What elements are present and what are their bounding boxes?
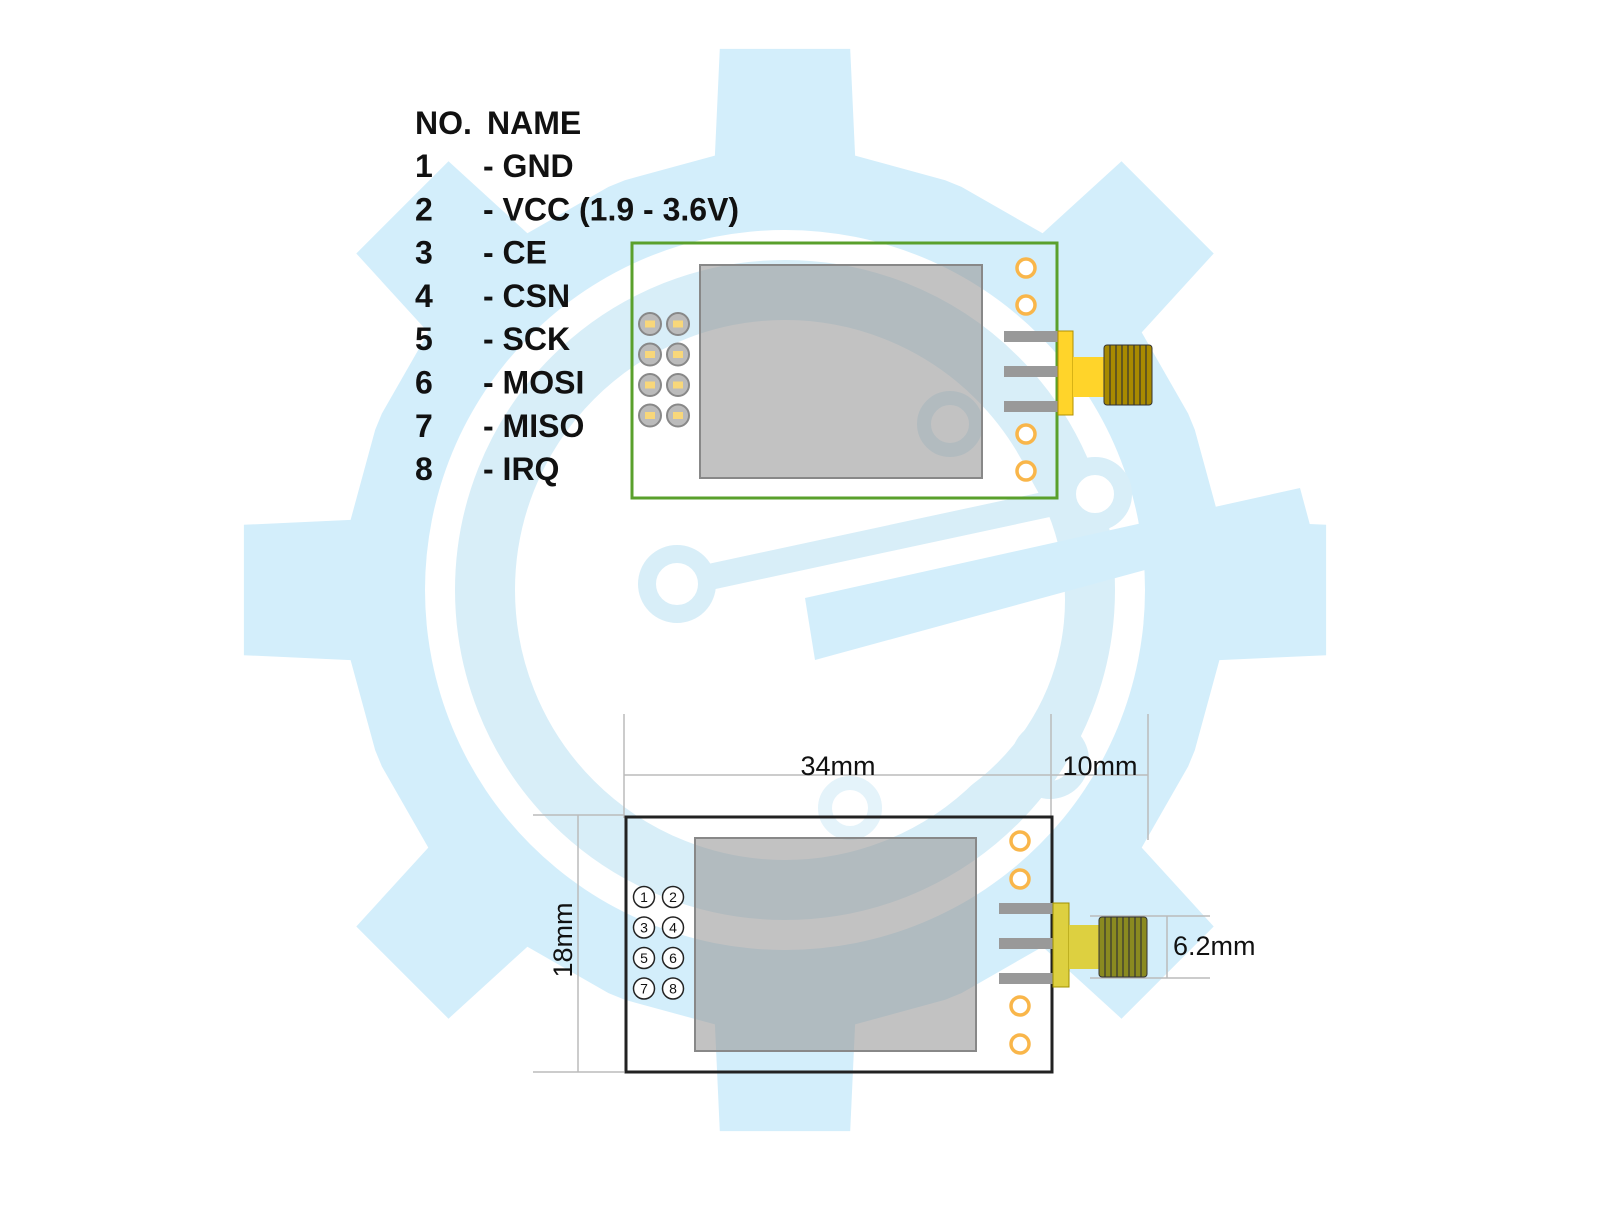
pinout-list: NO. NAME 1 - GND 2 - VCC (1.9 - 3.6V) 3 - CE 4… xyxy=(415,105,739,487)
header-name: NAME xyxy=(487,105,581,141)
pin-number-label: 8 xyxy=(669,981,677,997)
pin-number-label: 6 xyxy=(669,950,677,966)
pin-number: 3 xyxy=(415,235,433,271)
numbered-pin xyxy=(661,885,685,909)
length-label: 34mm xyxy=(800,751,875,781)
pin-number-label: 4 xyxy=(669,920,677,936)
mounting-pad xyxy=(1015,257,1037,279)
pin-number-label: 1 xyxy=(640,889,648,905)
sma-connector xyxy=(1004,330,1153,416)
chip xyxy=(694,837,977,1052)
pin-name: - CSN xyxy=(483,278,570,314)
mounting-pad xyxy=(1009,995,1031,1017)
mounting-pad xyxy=(1015,294,1037,316)
pin-number: 4 xyxy=(415,278,433,314)
numbered-pin xyxy=(661,977,685,1000)
numbered-pin xyxy=(632,946,656,970)
mounting-pad xyxy=(1009,868,1031,890)
pin-number: 5 xyxy=(415,321,433,357)
pin-number-label: 3 xyxy=(640,920,648,936)
sma-connector xyxy=(999,902,1148,988)
pin-number-label: 7 xyxy=(640,981,648,997)
pin-number: 1 xyxy=(415,148,433,184)
mounting-pad xyxy=(1015,423,1037,445)
pin-name: - MOSI xyxy=(483,365,584,401)
pin-name: - SCK xyxy=(483,321,570,357)
pin-number: 8 xyxy=(415,451,433,487)
numbered-pin xyxy=(661,946,685,970)
pin-number-label: 2 xyxy=(669,889,677,905)
numbered-pin xyxy=(661,916,685,939)
pin-name: - IRQ xyxy=(483,451,559,487)
pin-number: 7 xyxy=(415,408,433,444)
pin-name: - GND xyxy=(483,148,574,184)
numbered-pin xyxy=(632,916,656,939)
dimension-lines xyxy=(533,714,1210,1073)
header-no: NO. xyxy=(415,105,472,141)
mounting-pad xyxy=(1009,830,1031,852)
pin-name: - VCC (1.9 - 3.6V) xyxy=(483,191,739,227)
numbered-pin xyxy=(632,885,656,909)
numbered-pin xyxy=(632,977,656,1000)
module-top-view xyxy=(630,241,1153,500)
mounting-pad xyxy=(1015,460,1037,482)
chip xyxy=(699,264,983,479)
pin-name: - CE xyxy=(483,235,547,271)
antenna-length-label: 10mm xyxy=(1062,751,1137,781)
pin-number: 2 xyxy=(415,191,433,227)
pin-number: 6 xyxy=(415,365,433,401)
pin-name: - MISO xyxy=(483,408,584,444)
pin-number-label: 5 xyxy=(640,950,648,966)
module-dimension-view: 34mm 10mm 18mm 6.2mm 1 2 3 4 5 6 7 8 xyxy=(533,714,1256,1074)
width-label: 18mm xyxy=(548,902,578,977)
connector-height-label: 6.2mm xyxy=(1173,931,1256,961)
mounting-pad xyxy=(1009,1033,1031,1055)
